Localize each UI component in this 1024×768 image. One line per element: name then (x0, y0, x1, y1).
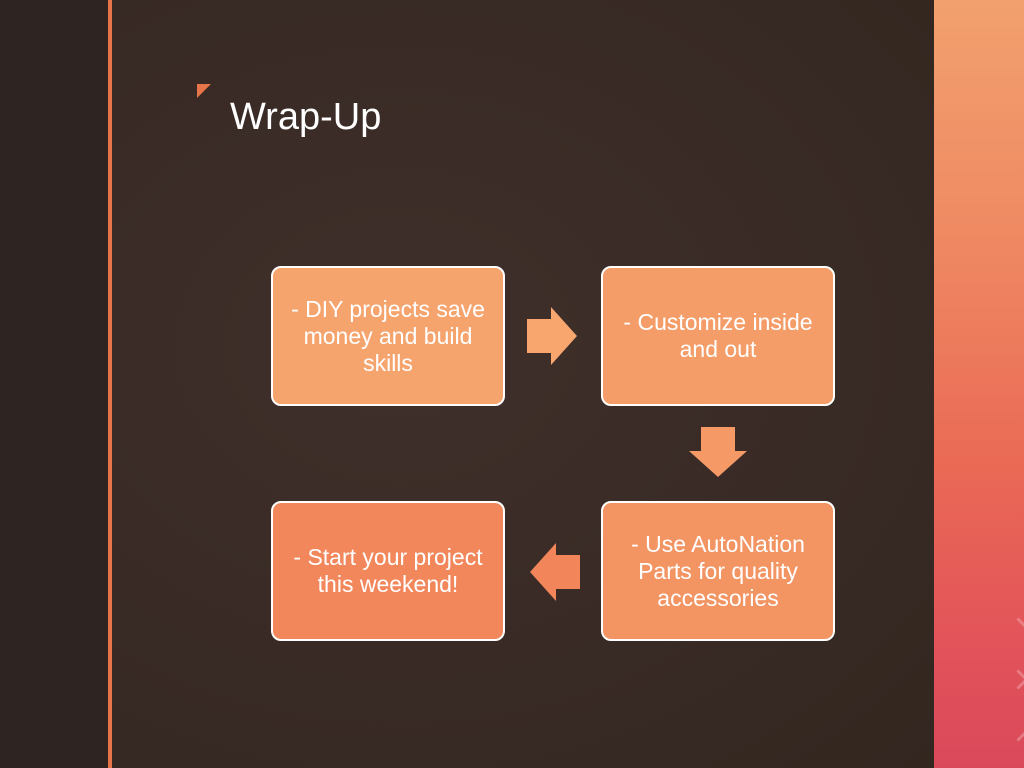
chevron-decoration-icon (982, 669, 1024, 742)
left-accent-line (108, 0, 112, 768)
flow-step-text: - Customize inside and out (623, 309, 813, 362)
flow-step-3: - Use AutoNation Parts for quality acces… (601, 501, 835, 641)
title-corner-mark-icon (197, 84, 211, 98)
arrow-right-shape (527, 307, 577, 365)
flow-step-4: - Start your project this weekend! (271, 501, 505, 641)
left-band (0, 0, 108, 768)
slide-title: Wrap-Up (230, 96, 382, 138)
arrow-down-shape (689, 427, 747, 477)
arrow-right-icon (527, 307, 577, 365)
flow-step-text: - Start your project this weekend! (293, 544, 483, 597)
arrow-left-icon (530, 543, 580, 601)
right-decorative-band (934, 0, 1024, 768)
flow-step-1: - DIY projects save money and build skil… (271, 266, 505, 406)
arrow-down-icon (689, 427, 747, 477)
flow-step-text: - Use AutoNation Parts for quality acces… (631, 530, 805, 611)
flow-step-2: - Customize inside and out (601, 266, 835, 406)
flow-step-text: - DIY projects save money and build skil… (291, 295, 485, 376)
arrow-left-shape (530, 543, 580, 601)
